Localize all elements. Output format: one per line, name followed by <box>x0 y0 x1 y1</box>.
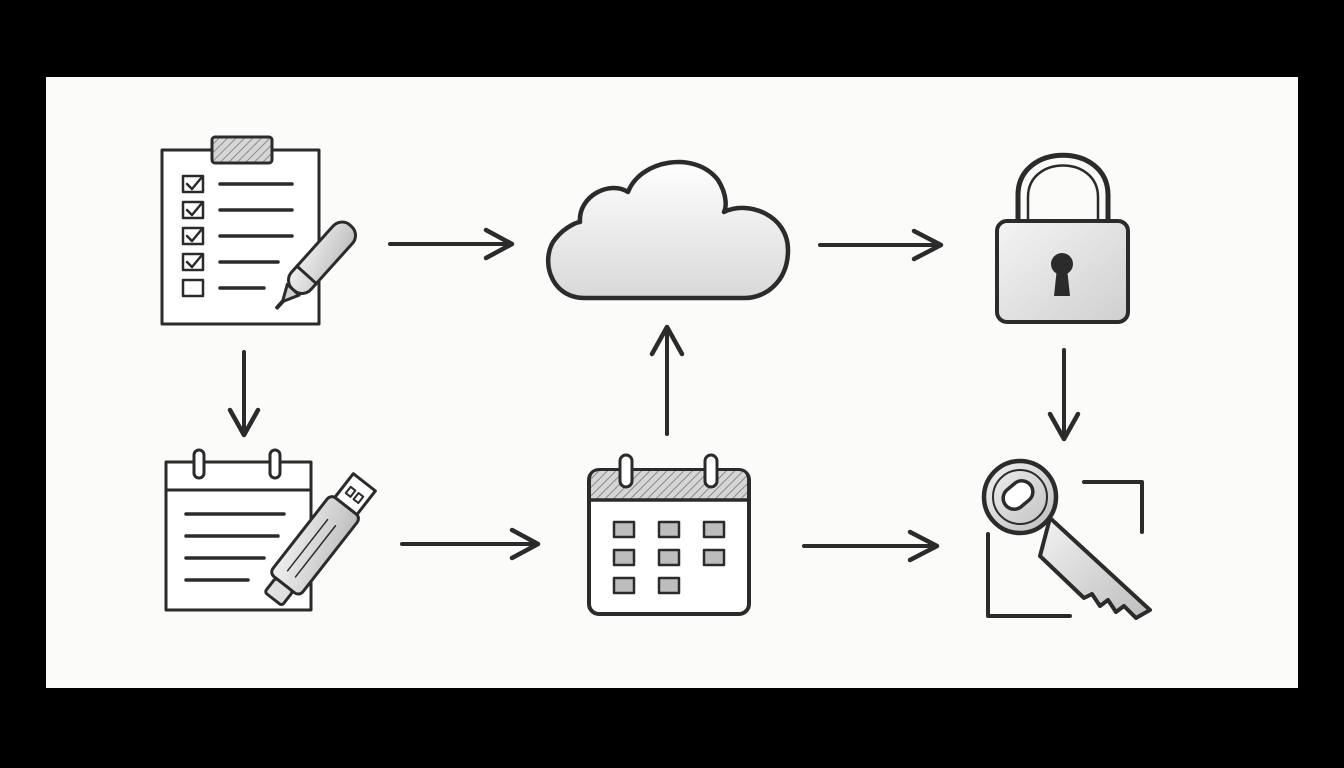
arrow-calendar-to-key <box>802 529 940 563</box>
key-icon <box>981 458 1152 620</box>
clipboard-checklist-with-pen-icon <box>160 135 357 326</box>
arrow-checklist-to-cloud <box>388 227 515 261</box>
arrow-calendar-to-cloud <box>649 324 685 436</box>
arrow-padlock-to-key <box>1047 348 1081 442</box>
calendar-icon <box>587 453 751 616</box>
arrow-notepad-to-calendar <box>400 527 541 561</box>
notepad-with-usb-drive-icon <box>164 448 377 612</box>
arrow-checklist-to-notepad <box>227 350 261 438</box>
padlock-icon <box>995 152 1130 324</box>
arrow-cloud-to-padlock <box>818 228 944 262</box>
cloud-icon <box>546 159 791 301</box>
